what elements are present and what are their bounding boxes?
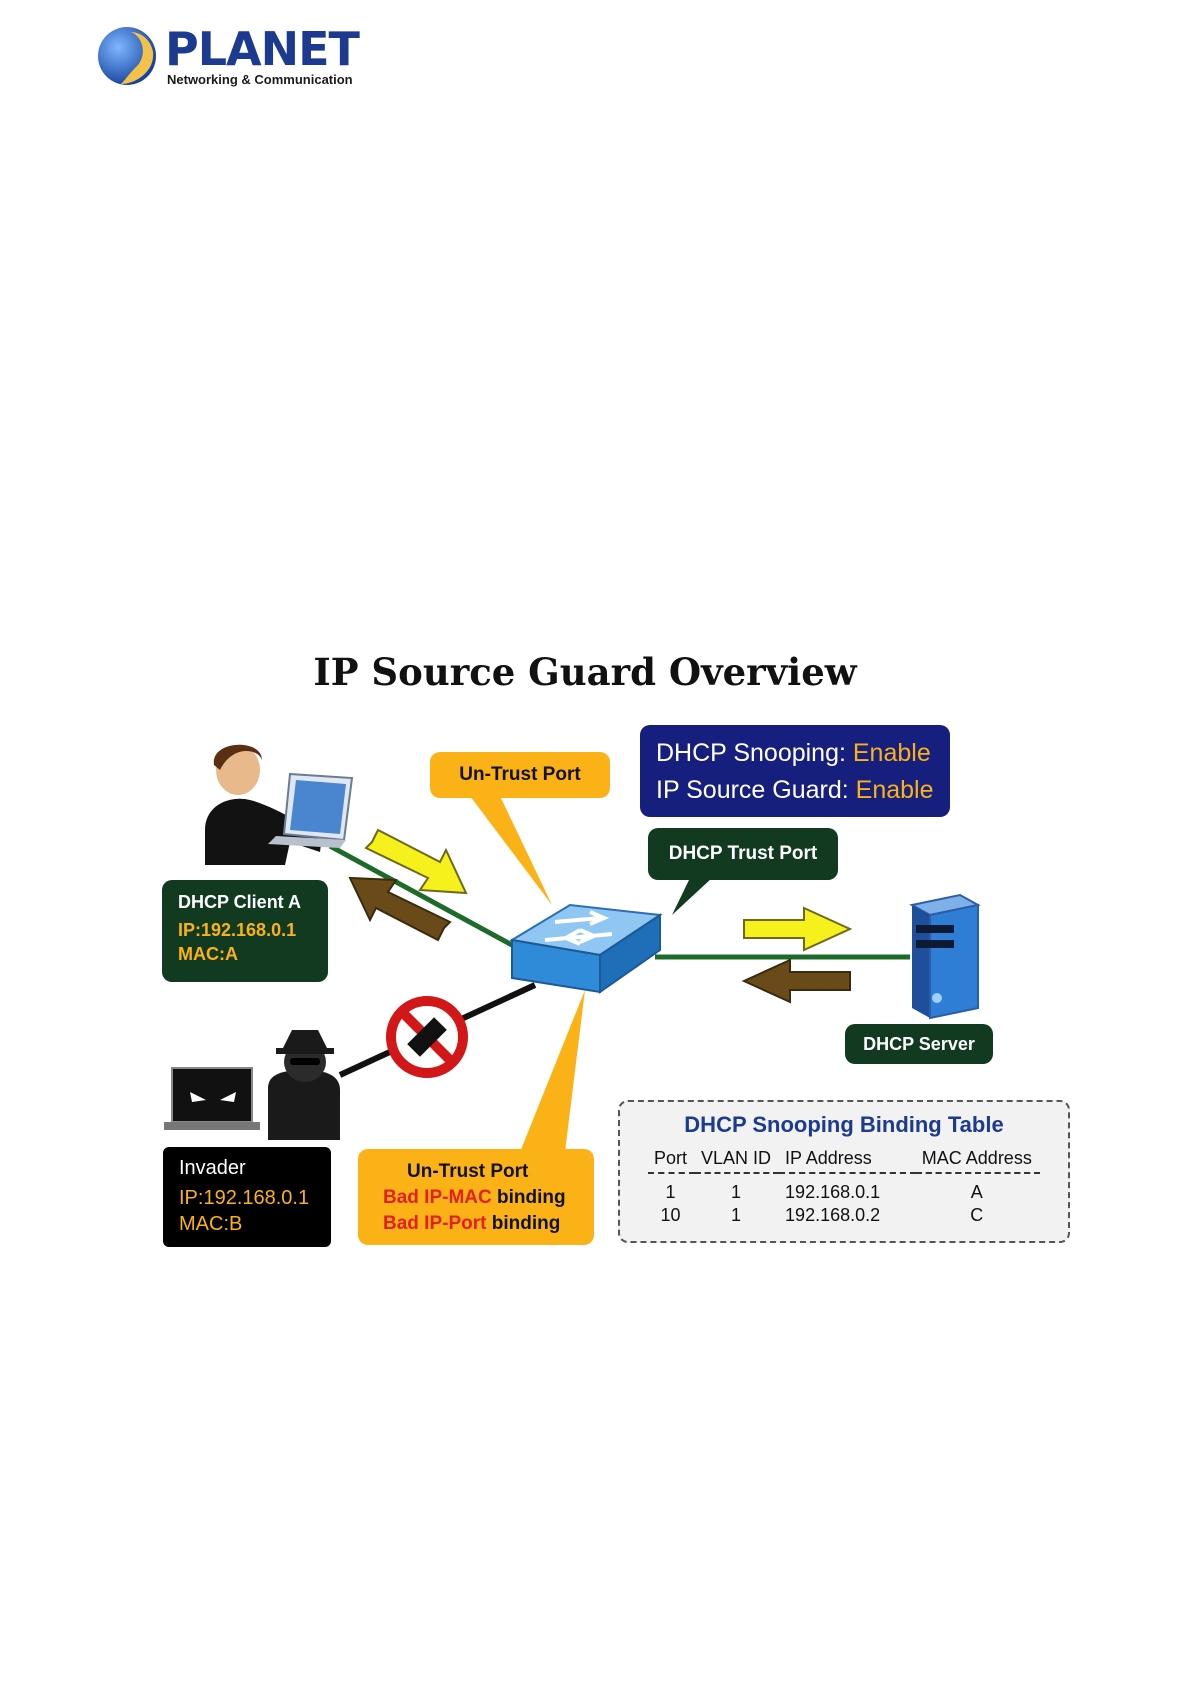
table-cell: 1 — [665, 1182, 676, 1202]
switch-icon — [509, 903, 663, 994]
bad-ip-mac-rest: binding — [491, 1187, 566, 1208]
logo-brand: PLANET — [165, 22, 360, 76]
table-row: 10 1 192.168.0.2 C — [648, 1203, 1040, 1226]
untrust-bottom-pointer — [520, 990, 585, 1152]
table-header-row: Port VLAN ID IP Address MAC Address — [648, 1148, 1040, 1174]
bad-ip-mac-line: Bad IP-MAC binding — [383, 1185, 594, 1211]
arrow-to-server — [743, 906, 853, 952]
client-name: DHCP Client A — [178, 892, 302, 912]
untrust-top-pointer — [470, 796, 552, 905]
ip-source-guard-label: IP Source Guard: — [656, 776, 856, 804]
bad-ip-mac-label: Bad IP-MAC — [383, 1187, 492, 1208]
client-link — [328, 843, 514, 948]
arrow-to-switch — [364, 828, 468, 895]
client-laptop-icon — [268, 772, 354, 848]
ip-source-guard-status: IP Source Guard: Enable — [656, 772, 950, 809]
client-person-icon — [205, 744, 322, 865]
dhcp-snooping-value: Enable — [852, 739, 931, 767]
binding-table-title: DHCP Snooping Binding Table — [684, 1112, 1004, 1137]
invader-name: Invader — [179, 1157, 246, 1179]
server-icon — [909, 893, 981, 1020]
column-header: VLAN ID — [695, 1148, 780, 1174]
dhcp-server-label: DHCP Server — [845, 1024, 993, 1064]
untrust-port-callout-bottom: Un-Trust Port Bad IP-MAC binding Bad IP-… — [358, 1149, 594, 1245]
table-cell: C — [970, 1205, 984, 1225]
dhcp-snooping-status: DHCP Snooping: Enable — [656, 735, 950, 772]
diagram-title: IP Source Guard Overview — [313, 650, 857, 694]
bad-ip-port-line: Bad IP-Port binding — [383, 1211, 594, 1237]
table-cell: A — [970, 1182, 983, 1202]
table-cell: 192.168.0.2 — [785, 1205, 881, 1225]
dhcp-client-box: DHCP Client A IP:192.168.0.1 MAC:A — [162, 880, 328, 982]
binding-table-panel: DHCP Snooping Binding Table Port VLAN ID… — [618, 1100, 1070, 1243]
arrow-to-switch-from-server — [741, 958, 851, 1004]
invader-mac: MAC:B — [179, 1213, 243, 1235]
binding-table: Port VLAN ID IP Address MAC Address 1 1 … — [648, 1148, 1040, 1226]
status-box: DHCP Snooping: Enable IP Source Guard: E… — [640, 725, 950, 817]
prohibited-icon — [386, 996, 468, 1078]
logo-tagline: Networking & Communication — [167, 72, 353, 87]
table-row: 1 1 192.168.0.1 A — [648, 1173, 1040, 1203]
table-cell: 10 — [660, 1205, 681, 1225]
ip-source-guard-value: Enable — [855, 776, 934, 804]
invader-person-icon — [268, 1030, 340, 1140]
arrow-to-client — [348, 876, 452, 942]
column-header: MAC Address — [915, 1148, 1040, 1174]
table-cell: 192.168.0.1 — [785, 1182, 881, 1202]
dhcp-trust-port-callout: DHCP Trust Port — [648, 828, 838, 880]
column-header: IP Address — [779, 1148, 916, 1174]
untrust-bottom-title: Un-Trust Port — [407, 1161, 529, 1182]
client-mac: MAC:A — [178, 944, 238, 964]
column-header: Port — [648, 1148, 696, 1174]
invader-laptop-icon — [164, 1067, 260, 1130]
invader-ip: IP:192.168.0.1 — [179, 1187, 310, 1209]
bad-ip-port-rest: binding — [486, 1213, 561, 1234]
dhcp-snooping-label: DHCP Snooping: — [656, 739, 853, 767]
invader-box: Invader IP:192.168.0.1 MAC:B — [163, 1147, 331, 1247]
untrust-port-callout-top: Un-Trust Port — [430, 752, 610, 798]
bad-ip-port-label: Bad IP-Port — [383, 1213, 487, 1234]
planet-logo: PLANET Networking & Communication — [95, 22, 360, 92]
table-cell: 1 — [731, 1205, 742, 1225]
table-cell: 1 — [731, 1182, 742, 1202]
client-ip: IP:192.168.0.1 — [178, 920, 297, 940]
trust-port-pointer — [672, 878, 712, 915]
globe-icon — [98, 27, 156, 85]
